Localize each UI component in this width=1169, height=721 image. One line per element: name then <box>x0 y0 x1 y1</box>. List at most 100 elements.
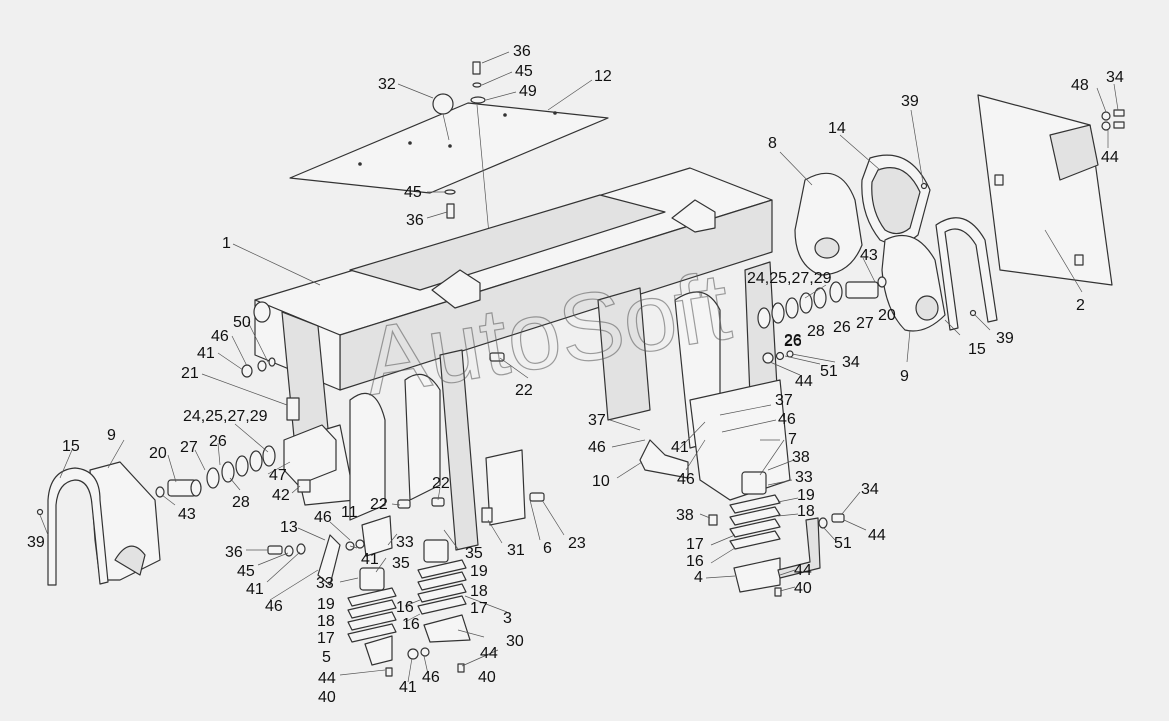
callout: 2 <box>1076 297 1085 314</box>
part-13-bracket <box>317 534 341 586</box>
callout: 30 <box>506 633 524 650</box>
callout: 44 <box>1101 149 1119 166</box>
part-8-round-plate <box>794 172 863 276</box>
callout: 43 <box>178 506 196 523</box>
callout: 35 <box>465 545 483 562</box>
callout: 35 <box>392 555 410 572</box>
callout: 16 <box>396 599 414 616</box>
callout: 51 <box>820 363 838 380</box>
callout: 36 <box>513 43 531 60</box>
callout: 14 <box>828 120 846 137</box>
part-47-mount <box>283 424 337 493</box>
top-bolt-stack <box>470 61 491 246</box>
callout: 10 <box>592 473 610 490</box>
callout: 8 <box>768 135 777 152</box>
part-14-gasket <box>861 154 931 245</box>
callout: 7 <box>788 431 797 448</box>
callout: 33 <box>795 469 813 486</box>
callout: 45 <box>404 184 422 201</box>
callout: 49 <box>519 83 537 100</box>
part-6-plate <box>481 449 526 526</box>
callout: 46 <box>265 598 283 615</box>
callout: 39 <box>901 93 919 110</box>
callout: 34 <box>1106 69 1124 86</box>
part-10-bracket <box>639 439 689 479</box>
callout: 44 <box>318 670 336 687</box>
callout: 40 <box>318 689 336 706</box>
callout: 39 <box>996 330 1014 347</box>
right-bearing-stack <box>757 276 887 329</box>
callout: 17 <box>470 600 488 617</box>
callout: 41 <box>361 551 379 568</box>
callout: 37 <box>588 412 606 429</box>
callout: 47 <box>269 467 287 484</box>
callout: 26 <box>209 433 227 450</box>
callout: 43 <box>860 247 878 264</box>
callout: 19 <box>797 487 815 504</box>
callout: 34 <box>842 354 860 371</box>
callout: 23 <box>568 535 586 552</box>
callout: 18 <box>317 613 335 630</box>
callout: 51 <box>834 535 852 552</box>
lower-bolt-stack <box>444 189 456 219</box>
right-mount-stack <box>708 471 821 597</box>
right-lower-fasteners <box>818 513 845 529</box>
callout: 45 <box>515 63 533 80</box>
callout: 24,25,27,29 <box>183 408 268 425</box>
leader-lines <box>39 51 1119 683</box>
callout: 44 <box>868 527 886 544</box>
callout: 41 <box>246 581 264 598</box>
callout: 5 <box>322 649 331 666</box>
callout: 1 <box>222 235 231 252</box>
callout: 20 <box>878 307 896 324</box>
callout: 9 <box>900 368 909 385</box>
callout: 46 <box>677 471 695 488</box>
callout: 28 <box>232 494 250 511</box>
part-39-right-bolt <box>969 309 977 317</box>
callout: 15 <box>62 438 80 455</box>
callout: 40 <box>794 580 812 597</box>
callout: 48 <box>1071 77 1089 94</box>
callout: 27 <box>856 315 874 332</box>
callout: 36 <box>225 544 243 561</box>
callout: 9 <box>107 427 116 444</box>
callout: 33 <box>396 534 414 551</box>
callout: 34 <box>861 481 879 498</box>
callout: 38 <box>676 507 694 524</box>
callout: 19 <box>317 596 335 613</box>
callout: 38 <box>792 449 810 466</box>
callout: 17 <box>686 536 704 553</box>
left-bolt-row <box>267 515 393 557</box>
part-21-block <box>286 397 300 421</box>
callout: 18 <box>797 503 815 520</box>
callout: 26 <box>784 332 802 349</box>
bolt-parts <box>397 352 545 509</box>
callout: 46 <box>314 509 332 526</box>
left-upper-fasteners <box>241 357 276 378</box>
callout: 22 <box>432 475 450 492</box>
part-12-cover-plate <box>289 102 609 194</box>
part-32-knob <box>432 93 454 141</box>
callout: 20 <box>149 445 167 462</box>
callout: 50 <box>233 314 251 331</box>
callout: 4 <box>694 569 703 586</box>
callout: 44 <box>480 645 498 662</box>
left-mount-stack <box>347 567 430 677</box>
callout: 31 <box>507 542 525 559</box>
part-2-side-panel <box>977 94 1113 286</box>
part-39-top-bolt <box>920 182 928 190</box>
callout: 24,25,27,29 <box>747 270 832 287</box>
callout: 19 <box>470 563 488 580</box>
callout: 16 <box>686 553 704 570</box>
callout: 44 <box>794 562 812 579</box>
left-bearing-stack <box>155 445 276 498</box>
callout: 42 <box>272 487 290 504</box>
callout: 46 <box>778 411 796 428</box>
callout: 33 <box>316 575 334 592</box>
callout: 11 <box>341 504 358 521</box>
callout: 40 <box>478 669 496 686</box>
callout: 18 <box>470 583 488 600</box>
callout: 36 <box>406 212 424 229</box>
